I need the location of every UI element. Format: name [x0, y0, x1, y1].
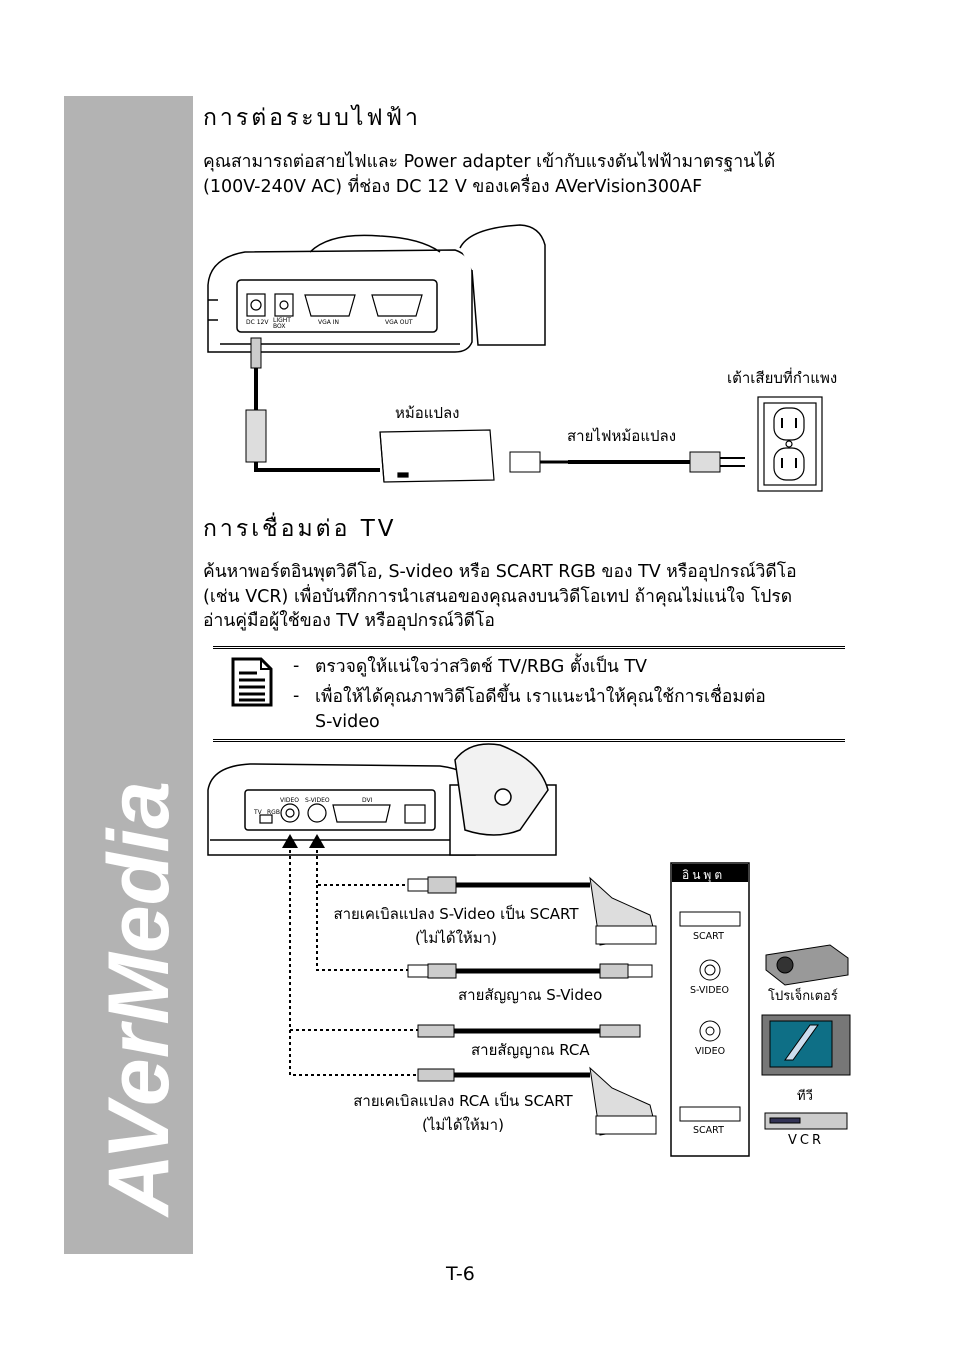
note-item-2: เพื่อให้ได้คุณภาพวิดีโอดีขึ้น เราแนะนำให… — [315, 687, 766, 732]
input-label-video: VIDEO — [695, 1046, 726, 1057]
cable-label-svideo-scart: สายเคเบิลแปลง S-Video เป็น SCART (ไม่ได้… — [333, 905, 579, 947]
cable-label-rca-scart: สายเคเบิลแปลง RCA เป็น SCART (ไม่ได้ให้ม… — [353, 1092, 573, 1134]
label-wall-outlet: เต้าเสียบที่กำแพง — [727, 369, 838, 387]
device-label-tv: ทีวี — [797, 1089, 813, 1104]
note-item-1: ตรวจดูให้แน่ใจว่าสวิตช์ TV/RBG ตั้งเป็น … — [315, 657, 648, 677]
label-adapter: หม้อแปลง — [395, 404, 460, 422]
port-label-svideo: S-VIDEO — [305, 797, 330, 804]
brand-logo: AVerMedia — [91, 781, 187, 1218]
device-label-vcr: VCR — [788, 1133, 825, 1148]
port-label-vga-in: VGA IN — [318, 319, 340, 326]
page-number: T-6 — [446, 1263, 475, 1285]
port-label-tv: TV — [254, 809, 262, 816]
brand-text: AVerMedia — [91, 781, 187, 1218]
label-adapter-cord: สายไฟหม้อแปลง — [567, 427, 677, 445]
port-label-vga-out: VGA OUT — [385, 319, 413, 326]
input-label-svideo: S-VIDEO — [690, 985, 729, 996]
port-label-rgb: RGB — [267, 809, 280, 816]
input-panel-title: อินพุต — [682, 868, 726, 882]
note-icon — [231, 657, 273, 707]
input-label-scart-1: SCART — [693, 931, 724, 942]
cable-label-rca: สายสัญญาณ RCA — [471, 1041, 590, 1059]
section-title-tv: การเชื่อมต่อ TV — [203, 516, 397, 542]
port-label-video: VIDEO — [280, 797, 300, 804]
note-bullet-1: - — [293, 656, 300, 676]
note-bullet-2: - — [293, 686, 300, 706]
section-body-power: คุณสามารถต่อสายไฟและ Power adapter เข้าก… — [203, 152, 776, 197]
port-label-lightbox: LIGHT BOX — [273, 317, 291, 330]
input-label-scart-2: SCART — [693, 1125, 724, 1136]
cable-label-svideo: สายสัญญาณ S-Video — [458, 986, 603, 1004]
port-label-dc: DC 12V — [246, 319, 269, 326]
note-box: - ตรวจดูให้แน่ใจว่าสวิตช์ TV/RBG ตั้งเป็… — [213, 646, 845, 742]
section-title-power: การต่อระบบไฟฟ้า — [203, 105, 421, 131]
section-body-tv: ค้นหาพอร์ตอินพุตวิดีโอ, S-video หรือ SCA… — [203, 562, 797, 631]
port-label-dvi: DVI — [362, 797, 373, 804]
device-label-projector: โปรเจ็กเตอร์ — [768, 989, 838, 1004]
sidebar-band: AVerMedia — [64, 96, 193, 1254]
